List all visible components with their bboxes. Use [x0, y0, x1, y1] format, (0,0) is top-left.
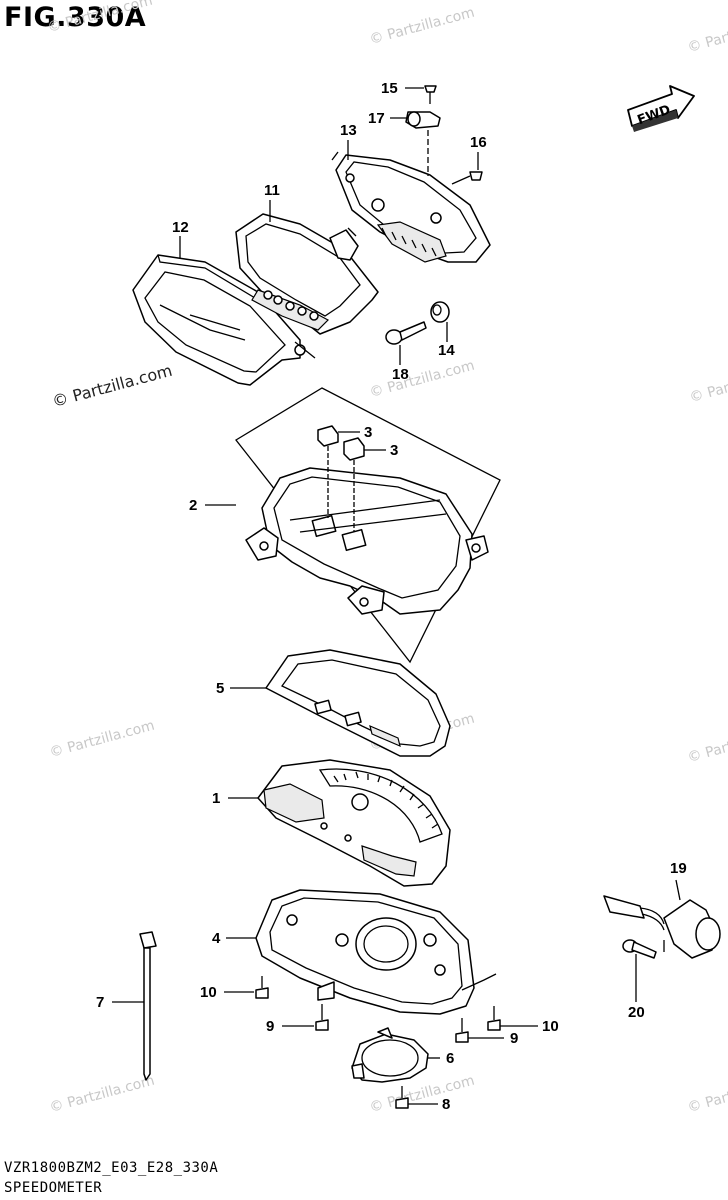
model-code: VZR1800BZM2_E03_E28_330A [4, 1160, 219, 1176]
assembly-box [235, 387, 501, 664]
callout-7: 7 [96, 994, 105, 1011]
figure-title: FIG.330A [4, 2, 147, 33]
callout-17: 17 [368, 110, 385, 127]
screw-part-8 [395, 1086, 409, 1109]
callout-5: 5 [216, 680, 225, 697]
sensor-part-19 [603, 879, 721, 959]
screw-part-10a [255, 976, 269, 999]
gasket-ring-part-6 [351, 1027, 429, 1083]
screw-part-15 [424, 85, 437, 104]
callout-4: 4 [212, 930, 221, 947]
callout-3b: 3 [390, 442, 399, 459]
meter-case-part-2 [245, 467, 489, 615]
lens-housing-part-12 [132, 254, 316, 386]
grommet-part-3b [343, 437, 365, 532]
callout-14: 14 [438, 342, 455, 359]
callout-9b: 9 [510, 1030, 519, 1047]
gasket-part-5 [265, 649, 451, 757]
callout-1: 1 [212, 790, 221, 807]
screw-part-10b [487, 1006, 501, 1031]
display-unit-part-11 [235, 213, 379, 335]
bolt-part-20 [622, 939, 657, 959]
callout-11: 11 [264, 182, 280, 199]
callout-19: 19 [670, 860, 687, 877]
callout-15: 15 [381, 80, 398, 97]
callout-6: 6 [446, 1050, 455, 1067]
callout-13: 13 [340, 122, 357, 139]
callout-9a: 9 [266, 1018, 275, 1035]
callout-20: 20 [628, 1004, 645, 1021]
rear-bracket-part-13 [331, 151, 491, 263]
callout-2: 2 [189, 497, 198, 514]
screw-part-16 [451, 171, 483, 185]
cable-tie-part-7 [139, 931, 157, 1081]
clip-part-17 [405, 111, 441, 129]
forward-arrow-icon: FWD [627, 85, 695, 132]
callout-10a: 10 [200, 984, 217, 1001]
callout-8: 8 [442, 1096, 451, 1113]
callout-12: 12 [172, 219, 189, 236]
grommet-part-3a [317, 425, 339, 518]
screw-part-9b [455, 1018, 469, 1043]
section-name: SPEEDOMETER [4, 1180, 103, 1196]
callout-3a: 3 [364, 424, 373, 441]
callout-18: 18 [392, 366, 409, 383]
callout-16: 16 [470, 134, 487, 151]
screw-part-9a [315, 1004, 329, 1031]
bolt-part-18 [385, 321, 427, 345]
grommet-part-14 [430, 301, 450, 323]
speedometer-gauge-part-1 [257, 759, 451, 887]
callout-10b: 10 [542, 1018, 559, 1035]
lower-case-part-4 [255, 889, 497, 1015]
